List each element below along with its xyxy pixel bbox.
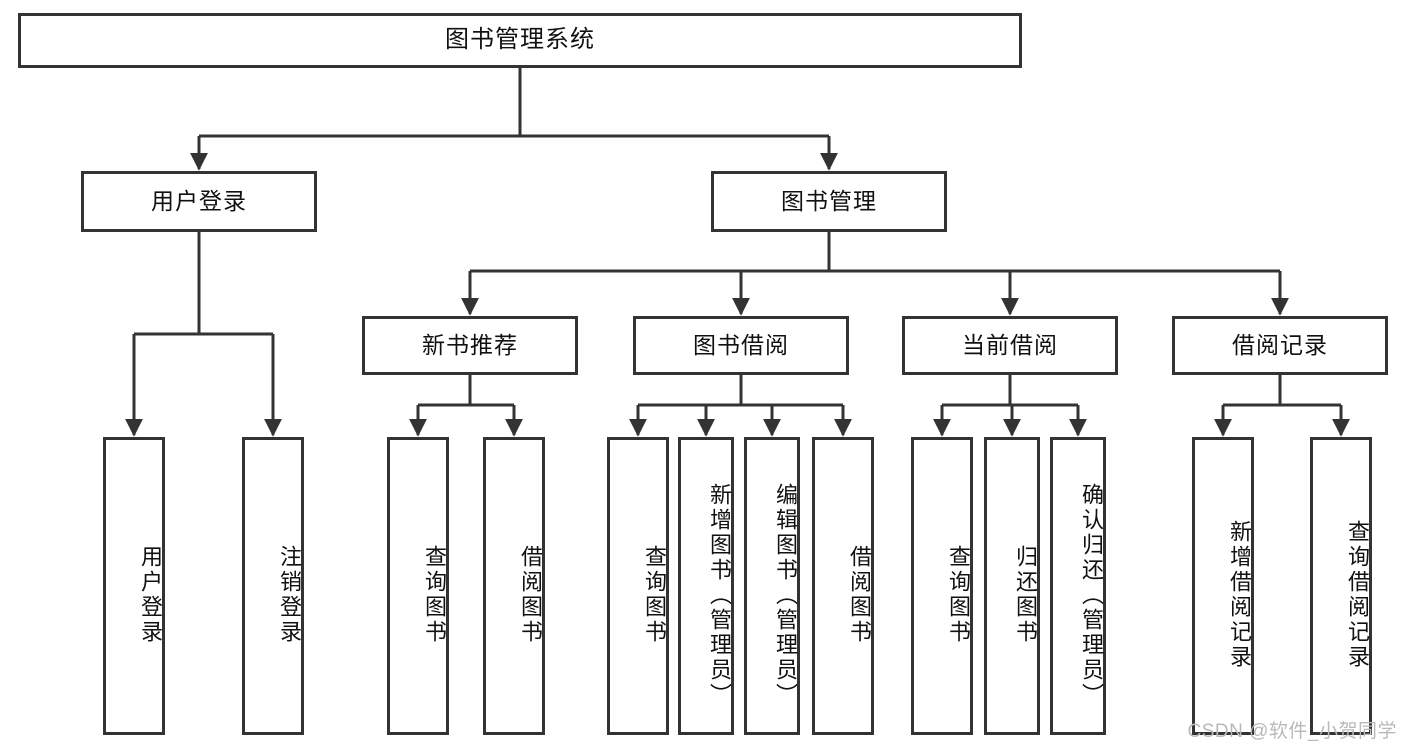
node-leaf-query-record[interactable]: 查询借阅记录: [1310, 437, 1372, 735]
node-label: 查询图书: [422, 545, 447, 645]
node-leaf-query-book-1[interactable]: 查询图书: [387, 437, 449, 735]
node-root[interactable]: 图书管理系统: [18, 13, 1022, 68]
node-borrow-record[interactable]: 借阅记录: [1172, 316, 1388, 375]
node-label: 图书管理: [781, 187, 877, 214]
node-label: 新增借阅记录: [1227, 520, 1252, 670]
node-leaf-return-book[interactable]: 归还图书: [984, 437, 1040, 735]
node-book-manage[interactable]: 图书管理: [711, 171, 947, 232]
node-leaf-borrow-book-1[interactable]: 借阅图书: [483, 437, 545, 735]
node-leaf-confirm-return[interactable]: 确认归还（管理员）: [1050, 437, 1106, 735]
node-leaf-logout[interactable]: 注销登录: [242, 437, 304, 735]
node-current-borrow[interactable]: 当前借阅: [902, 316, 1118, 375]
node-label: 图书管理系统: [445, 26, 595, 54]
node-label: 注销登录: [277, 545, 302, 645]
node-label: 查询图书: [642, 545, 667, 645]
watermark: CSDN @软件_小贺同学: [1187, 721, 1397, 742]
node-user-login[interactable]: 用户登录: [81, 171, 317, 232]
node-leaf-edit-book[interactable]: 编辑图书（管理员）: [744, 437, 800, 735]
node-leaf-query-book-3[interactable]: 查询图书: [911, 437, 973, 735]
node-label: 用户登录: [138, 545, 163, 645]
node-label: 归还图书: [1013, 545, 1038, 645]
node-leaf-borrow-book-2[interactable]: 借阅图书: [812, 437, 874, 735]
node-label: 借阅图书: [518, 545, 543, 645]
node-label: 用户登录: [151, 187, 247, 214]
node-label: 编辑图书（管理员）: [773, 482, 798, 708]
node-leaf-user-login[interactable]: 用户登录: [103, 437, 165, 735]
node-label: 借阅图书: [847, 545, 872, 645]
node-label: 新增图书（管理员）: [707, 482, 732, 708]
node-label: 确认归还（管理员）: [1079, 482, 1104, 708]
node-label: 新书推荐: [422, 331, 518, 358]
node-label: 当前借阅: [962, 331, 1058, 358]
node-leaf-add-record[interactable]: 新增借阅记录: [1192, 437, 1254, 735]
node-label: 查询图书: [946, 545, 971, 645]
node-book-borrow[interactable]: 图书借阅: [633, 316, 849, 375]
node-label: 借阅记录: [1232, 331, 1328, 358]
node-new-book-recommend[interactable]: 新书推荐: [362, 316, 578, 375]
node-label: 图书借阅: [693, 331, 789, 358]
node-leaf-add-book[interactable]: 新增图书（管理员）: [678, 437, 734, 735]
node-label: 查询借阅记录: [1345, 520, 1370, 670]
node-leaf-query-book-2[interactable]: 查询图书: [607, 437, 669, 735]
